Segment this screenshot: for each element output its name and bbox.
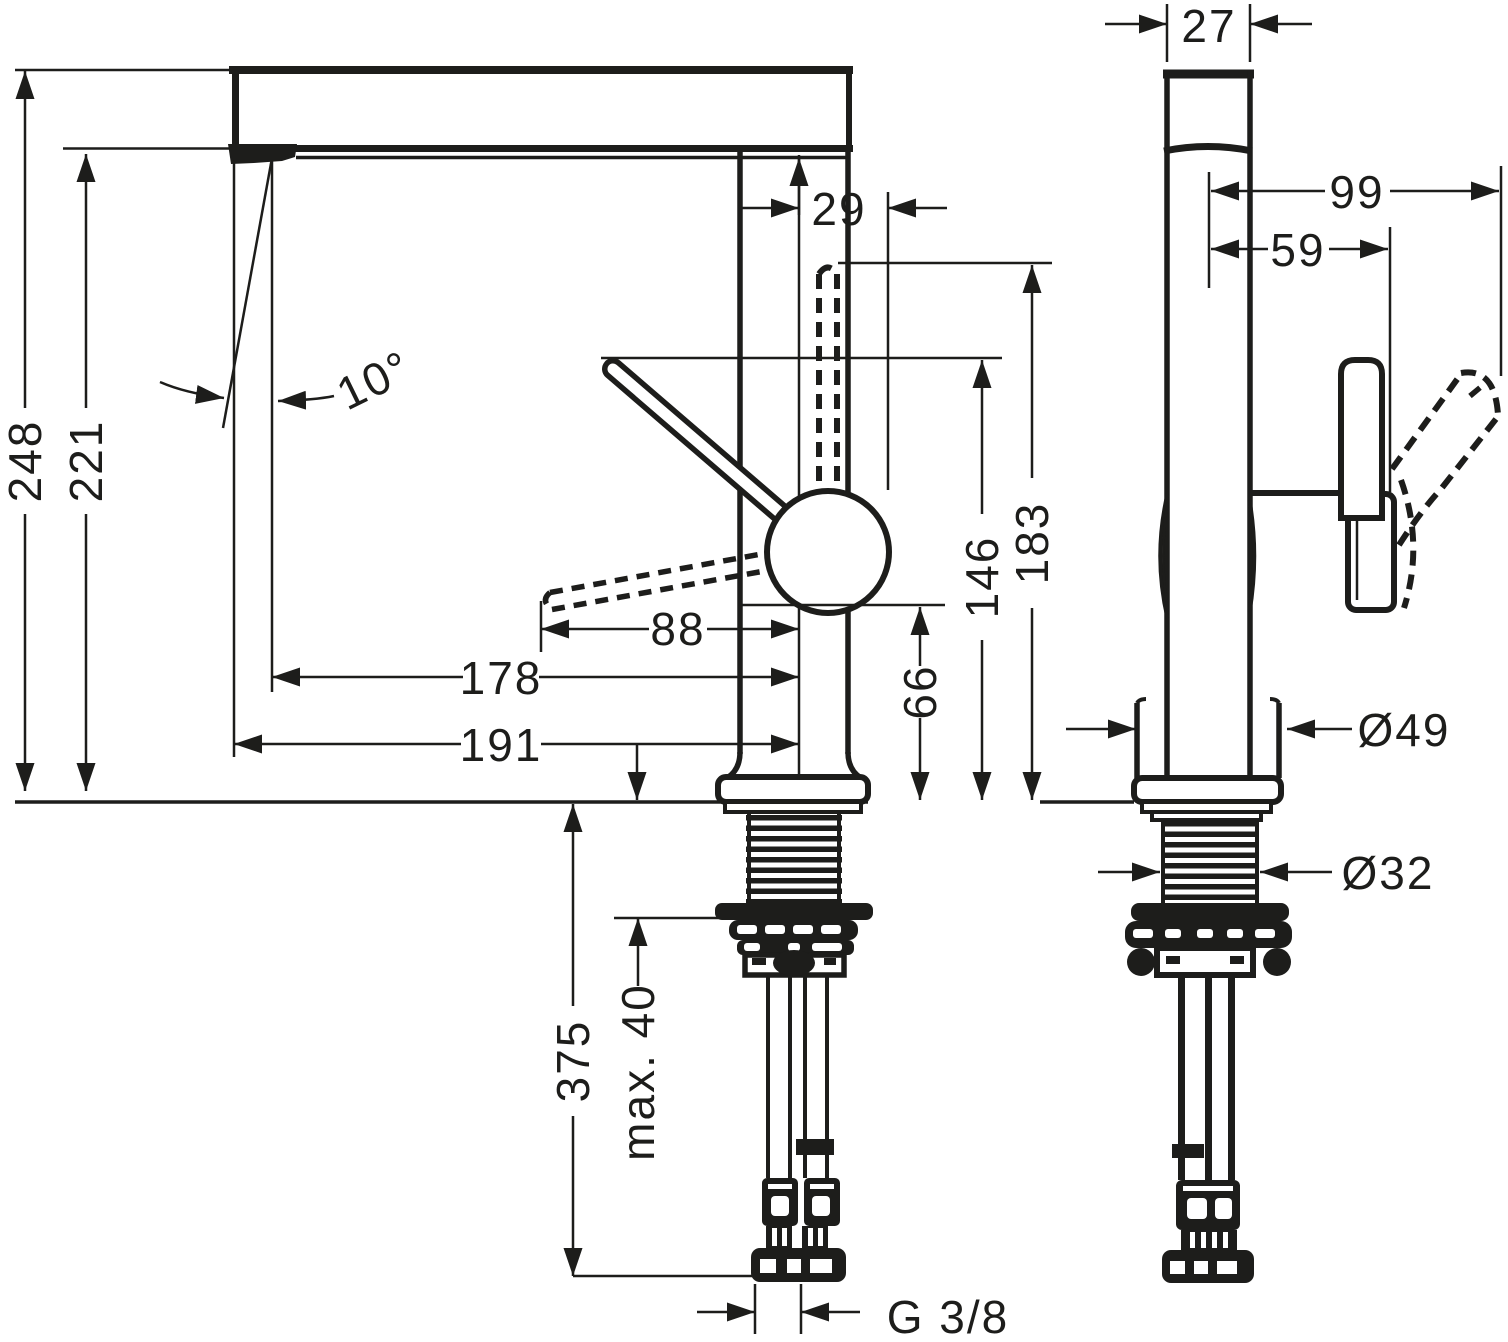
dim-label-hose-length: 375 (547, 1020, 599, 1103)
dim-label-handle-reach-max: 99 (1329, 166, 1384, 218)
handle-swung-dashed (1389, 369, 1501, 609)
dimension-375: 375 (547, 804, 599, 1276)
dim-label-overall-height: 248 (0, 420, 51, 503)
front-base (1040, 697, 1284, 822)
dimension-146: 146 (956, 360, 1008, 800)
dimension-248: 248 (0, 71, 51, 791)
dim-label-height-to-spout: 221 (60, 420, 112, 503)
dimension-178: 178 (272, 652, 799, 704)
dim-label-pivot-height: 66 (894, 664, 946, 719)
dim-label-body-width: 27 (1181, 0, 1236, 52)
dimension-27: 27 (1105, 0, 1312, 62)
pivot-circle (764, 488, 892, 616)
threaded-shank (746, 812, 842, 904)
dim-label-max-mounting-depth: max. 40 (612, 983, 664, 1161)
dim-label-handle-tip-height: 146 (956, 536, 1008, 619)
handle-lever-front (1338, 357, 1385, 521)
dimension-66: 66 (894, 607, 946, 800)
supply-hoses (751, 974, 846, 1282)
dimension-d49: Ø49 (1066, 704, 1451, 756)
left-pivot-bulge (1158, 493, 1170, 619)
dimension-thread: G 3/8 (697, 1291, 1010, 1342)
dimension-221: 221 (60, 154, 112, 791)
front-handle (1250, 357, 1501, 613)
dimension-88: 88 (541, 603, 799, 655)
dim-label-spout-angle: 10° (329, 340, 420, 420)
dimension-183: 183 (1006, 265, 1058, 800)
mounting-flange (715, 774, 871, 814)
dim-label-handle-grip-reach: 88 (650, 603, 705, 655)
side-view: 248 221 10° 29 88 178 (0, 66, 1058, 1342)
dimension-99: 99 (1207, 166, 1503, 376)
dim-label-handle-raised-height: 183 (1006, 502, 1058, 585)
handle-raised-dashed (816, 264, 840, 500)
front-threaded-shank (1161, 820, 1259, 903)
spout-underside-curve (1163, 143, 1253, 155)
dimension-max40: max. 40 (612, 744, 664, 1161)
front-supply-hoses (1162, 975, 1254, 1283)
dimension-d32: Ø32 (1098, 847, 1435, 899)
dim-label-base-diameter: Ø49 (1358, 704, 1451, 756)
dim-label-reach-aerator: 178 (460, 652, 543, 704)
body-column (725, 152, 863, 781)
mounting-nut (715, 903, 873, 955)
handle-closed-dashed (542, 550, 771, 613)
hose-clip (796, 1139, 834, 1155)
aerator (228, 144, 297, 164)
dim-label-handle-reach: 59 (1270, 224, 1325, 276)
dim-label-handle-offset: 29 (811, 183, 866, 235)
dimension-59: 59 (1211, 224, 1392, 492)
dimension-10deg: 10° (159, 340, 420, 420)
front-hose-connector-block (1127, 945, 1291, 978)
front-mounting-nut (1125, 903, 1292, 948)
dimension-29: 29 (741, 183, 947, 235)
hose-connector-block (742, 950, 847, 978)
spout (228, 66, 853, 164)
dim-label-thread: G 3/8 (887, 1291, 1010, 1342)
dimension-191: 191 (234, 719, 799, 771)
dim-label-spout-reach: 191 (460, 719, 543, 771)
front-view: 27 99 59 Ø49 Ø32 (1040, 0, 1503, 1283)
front-hose-clip (1172, 1144, 1204, 1158)
dim-label-shank-diameter: Ø32 (1342, 847, 1435, 899)
handle-lever (602, 358, 811, 541)
front-body-column (1158, 69, 1257, 777)
right-pivot-bulge (1247, 499, 1257, 613)
spout-angle-line (221, 157, 274, 429)
